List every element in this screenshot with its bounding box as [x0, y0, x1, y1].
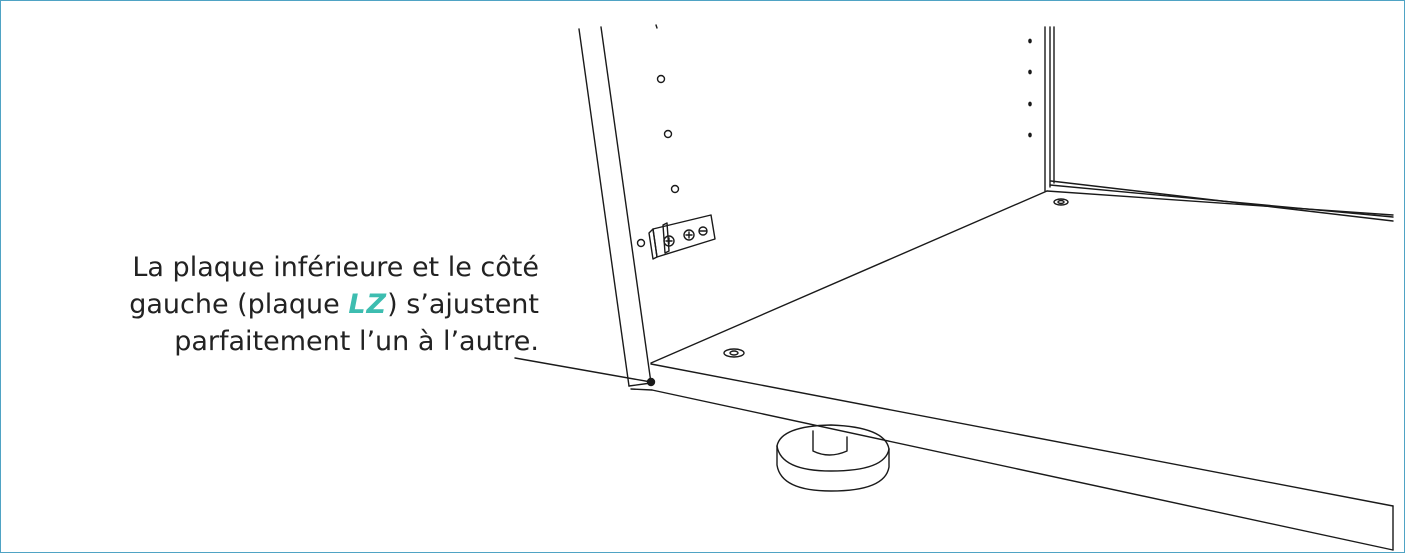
lz-plate-code: LZ — [348, 289, 388, 320]
caption-line-3: parfaitement l’un à l’autre. — [174, 326, 539, 357]
bottom-plate-back-edge — [650, 180, 1394, 364]
shelf-pin-holes-back — [1028, 38, 1032, 138]
bottom-plate-front-edge — [630, 363, 1394, 551]
rail-bracket — [648, 214, 716, 260]
back-corner-post — [1044, 26, 1055, 192]
left-side-panel — [578, 26, 652, 387]
pointer-leader — [514, 357, 656, 387]
adjustable-leg — [776, 424, 890, 492]
fitting-caption: La plaque inférieure et le côté gauche (… — [19, 249, 539, 360]
bottom-plate-screws — [723, 198, 1069, 358]
shelf-pin-holes-left — [636, 24, 680, 248]
caption-line-2-after: ) s’ajustent — [387, 289, 539, 320]
caption-line-2-before: gauche (plaque — [129, 289, 349, 320]
caption-line-1: La plaque inférieure et le côté — [132, 252, 539, 283]
caption-line-2: gauche (plaque LZ) s’ajustent — [19, 286, 539, 323]
